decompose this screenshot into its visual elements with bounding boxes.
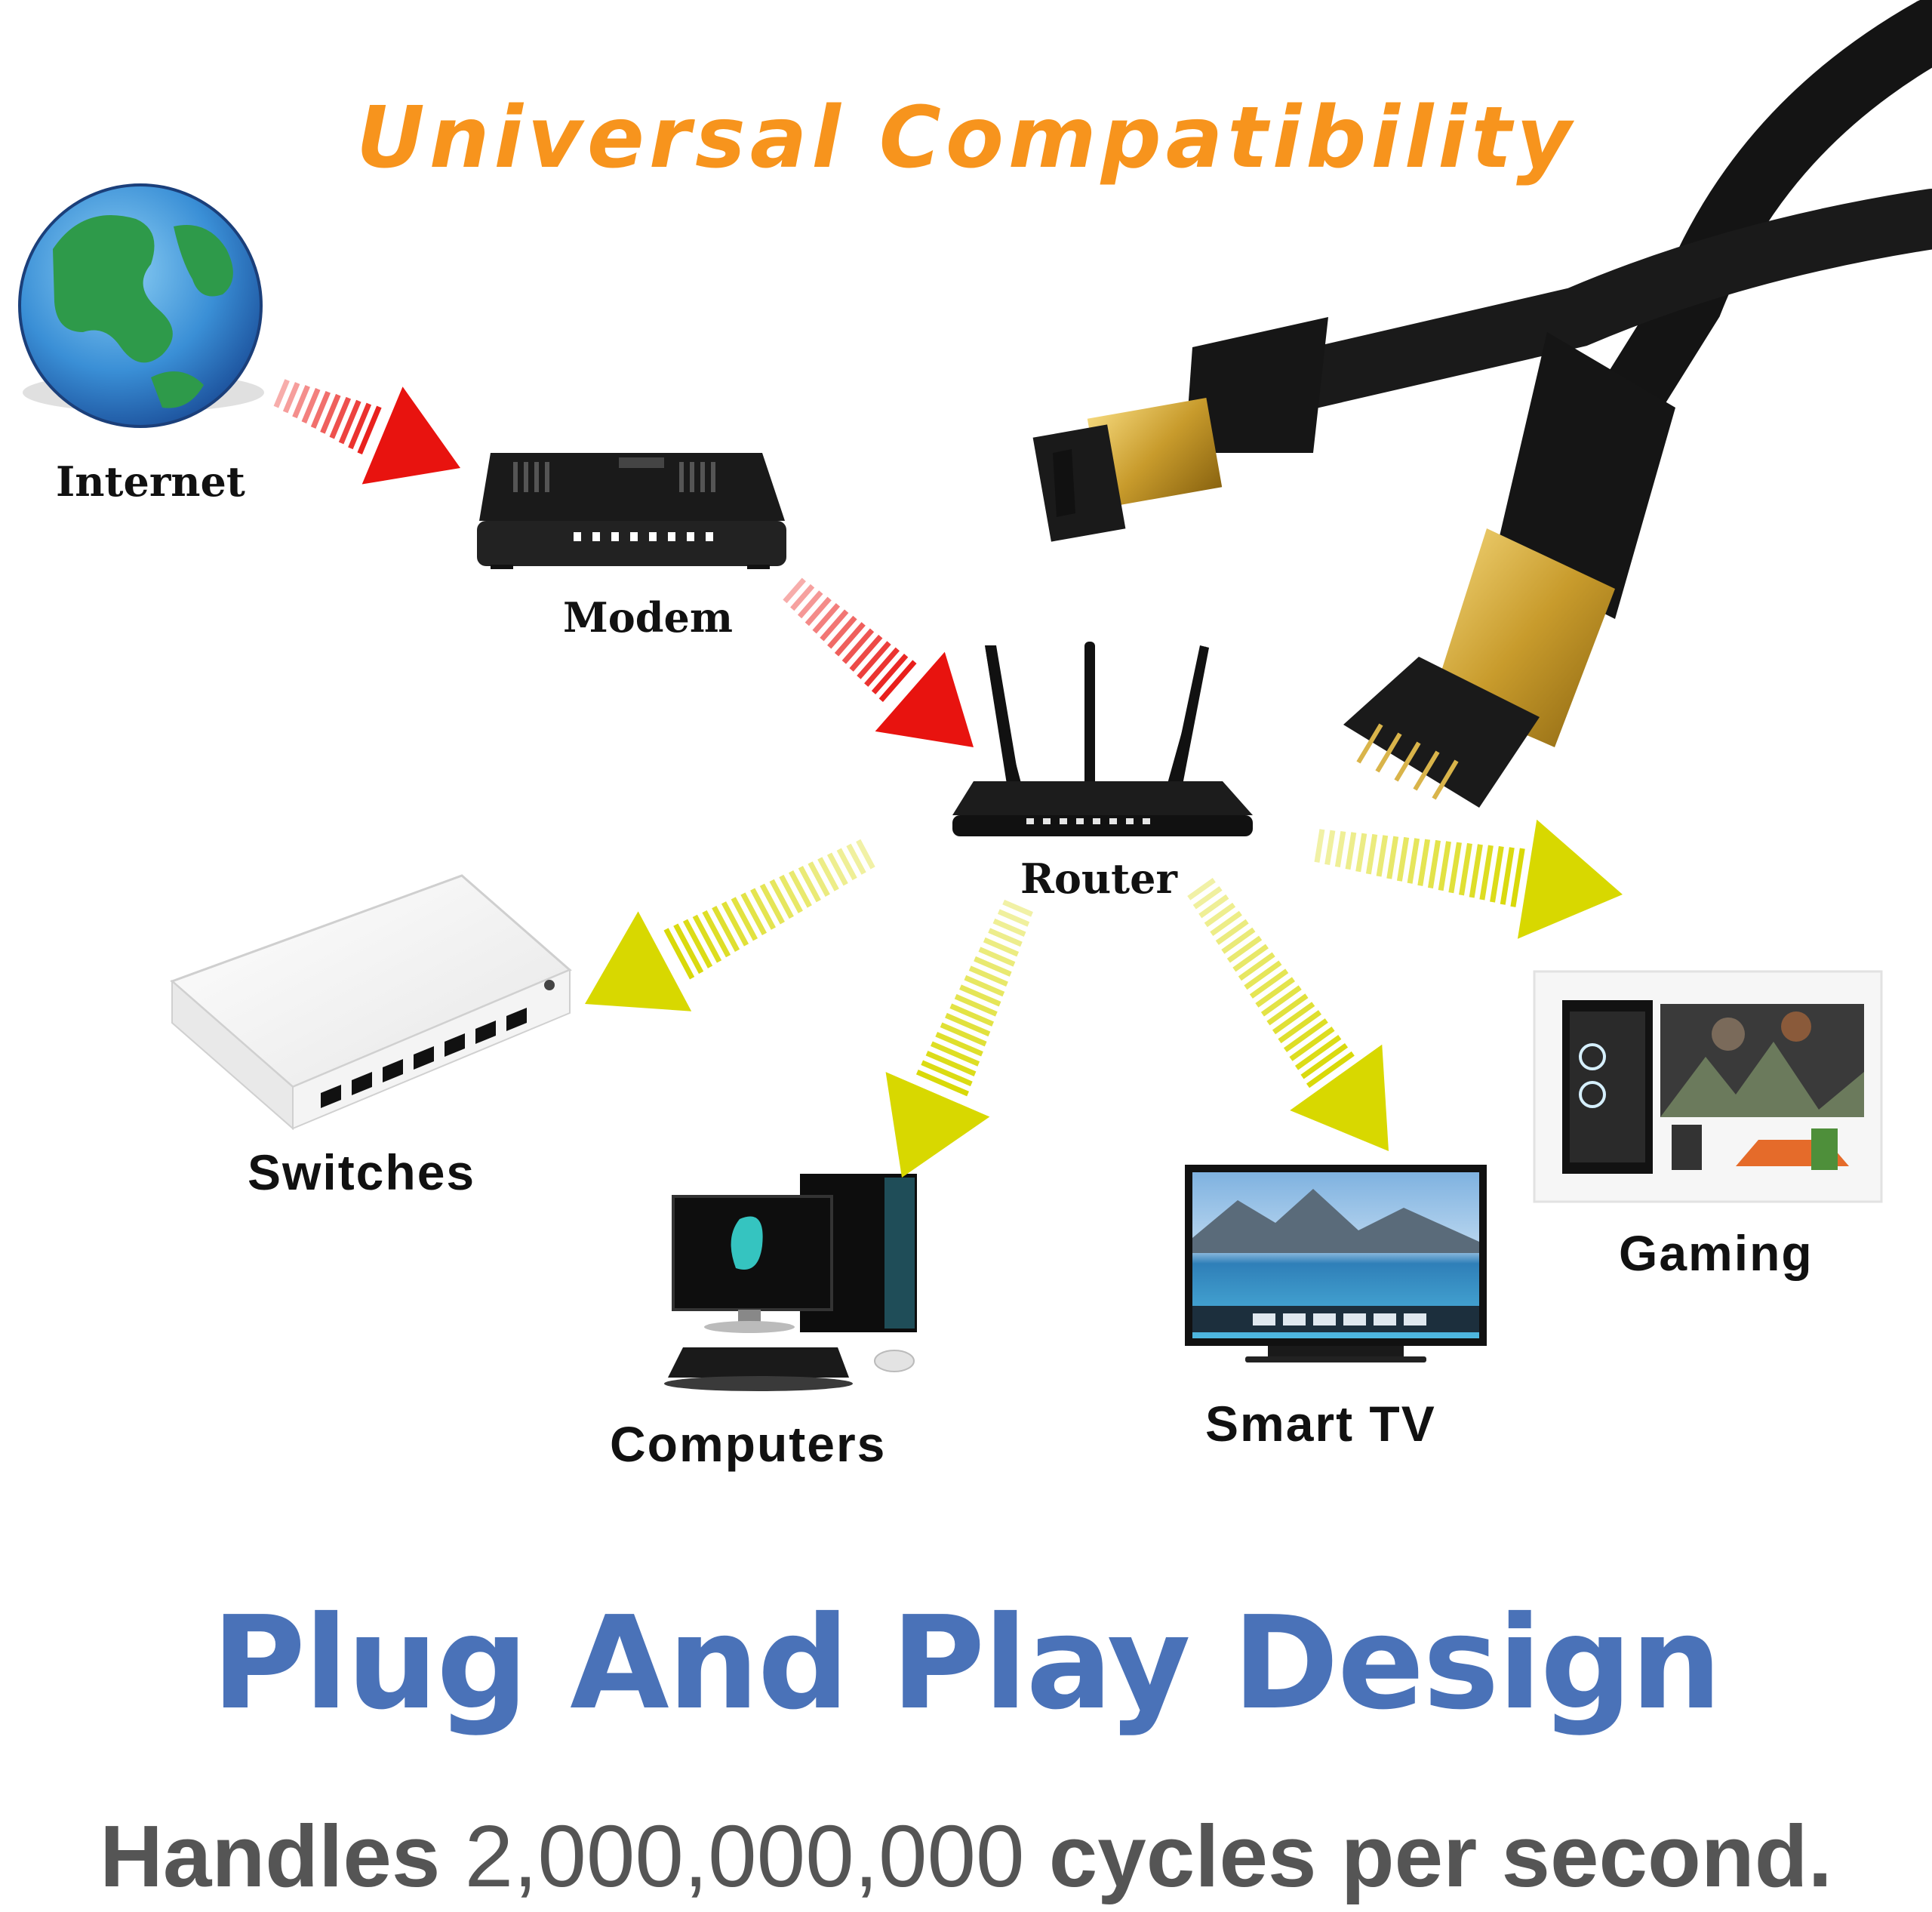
- label-internet: Internet: [56, 457, 245, 506]
- globe-icon: [18, 183, 264, 428]
- router-icon: [952, 642, 1253, 836]
- arrow-internet-modem: [273, 379, 460, 485]
- label-smart-tv: Smart TV: [1205, 1396, 1436, 1452]
- smart-tv-icon: [1185, 1165, 1487, 1362]
- arrow-head: [885, 1072, 990, 1178]
- arrow-router-gaming: [1314, 819, 1623, 939]
- arrow-head: [361, 386, 460, 485]
- arrow-head: [875, 651, 974, 747]
- connection-arrows: [273, 379, 1623, 1178]
- label-switches: Switches: [248, 1144, 476, 1200]
- network-switch-icon: [170, 874, 572, 1131]
- tagline: Handles 2,000,000,000 cycles per second.: [0, 1806, 1932, 1907]
- arrow-router-computers: [885, 899, 1033, 1178]
- label-gaming: Gaming: [1619, 1225, 1814, 1281]
- label-router: Router: [1020, 854, 1177, 903]
- tagline-rest: cycles per second.: [1048, 1807, 1832, 1905]
- desktop-computer-icon: [664, 1174, 917, 1391]
- label-modem: Modem: [563, 593, 734, 642]
- arrow-router-switches: [584, 839, 875, 1011]
- arrow-modem-router: [783, 577, 974, 747]
- gaming-setup-icon: [1533, 970, 1883, 1203]
- label-computers: Computers: [610, 1416, 887, 1472]
- ethernet-cable-icon: [1032, 0, 1932, 808]
- headline: Plug And Play Design: [211, 1589, 1721, 1738]
- diagram-title: Universal Compatibility: [355, 89, 1577, 187]
- arrow-head: [1290, 1044, 1389, 1151]
- modem-icon: [477, 453, 786, 569]
- tagline-lead: Handles: [100, 1807, 441, 1905]
- arrow-head: [584, 911, 692, 1011]
- arrow-router-smart_tv: [1187, 878, 1389, 1151]
- tagline-number: 2,000,000,000: [464, 1807, 1025, 1905]
- arrow-head: [1517, 819, 1623, 939]
